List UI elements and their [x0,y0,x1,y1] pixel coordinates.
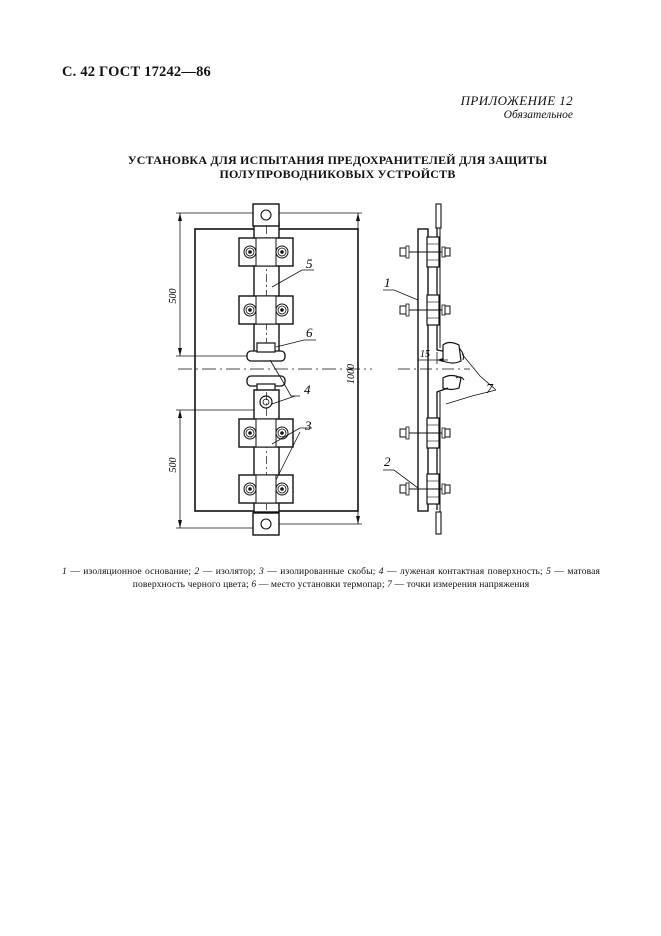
upper-insulator-2 [239,296,293,324]
legend-text-6: — место установки термопар; [256,579,388,590]
side-fuse [442,341,465,391]
callout-2: 2 [384,454,391,469]
fuse-holder [246,342,286,393]
side-base [417,228,429,512]
callout-3: 3 [304,418,312,433]
dimension-total: 1000 [346,364,357,384]
appendix-status: Обязательное [503,109,573,121]
legend-num-4: 4 [378,566,384,577]
side-view: 15 7 1 2 [383,203,497,535]
page-header: С. 42 ГОСТ 17242—86 [62,64,211,80]
upper-insulator-1 [239,238,293,266]
figure-legend: 1 — изоляционное основание; 2 — изолятор… [62,565,600,591]
callout-6: 6 [306,325,313,340]
legend-text-4: — луженая контактная поверхность; [383,566,547,577]
document-title-line-2: ПОЛУПРОВОДНИКОВЫХ УСТРОЙСТВ [219,166,456,181]
technical-drawing: 500 500 1000 5 6 4 3 [168,203,497,536]
legend-num-7: 7 [387,579,393,590]
callout-7: 7 [486,382,494,397]
legend-text-3: — изолированные скобы; [263,566,379,577]
legend-num-1: 1 [62,566,67,577]
callout-5: 5 [306,256,313,271]
front-view: 500 500 1000 5 6 4 3 [168,203,372,536]
callout-4: 4 [304,382,311,397]
dimension-upper-half: 500 [168,289,179,304]
callout-1: 1 [384,275,391,290]
legend-num-6: 6 [251,579,257,590]
lower-terminal [252,512,280,536]
legend-text-2: — изолятор; [199,566,260,577]
lower-insulator-2 [239,475,293,503]
dimension-lower-half: 500 [168,458,179,473]
appendix-block: ПРИЛОЖЕНИЕ 12 Обязательное [461,94,573,122]
lower-insulator-1 [239,419,293,447]
document-title: УСТАНОВКА ДЛЯ ИСПЫТАНИЯ ПРЕДОХРАНИТЕЛЕЙ … [0,153,661,181]
document-title-line-1: УСТАНОВКА ДЛЯ ИСПЫТАНИЯ ПРЕДОХРАНИТЕЛЕЙ … [127,153,548,167]
legend-num-5: 5 [546,566,551,577]
tinned-contact [259,395,273,409]
dimension-offset: 15 [420,349,430,360]
legend-text-7: — точки измерения напряжения [392,579,530,590]
dimension-lines [176,212,362,529]
legend-text-1: — изоляционное основание; [66,566,195,577]
legend-num-2: 2 [194,566,200,577]
upper-terminal [252,203,280,227]
appendix-title: ПРИЛОЖЕНИЕ 12 [460,93,573,108]
legend-num-3: 3 [259,566,264,577]
legend-text-5: — матовая поверхность черного цвета; [132,566,600,590]
